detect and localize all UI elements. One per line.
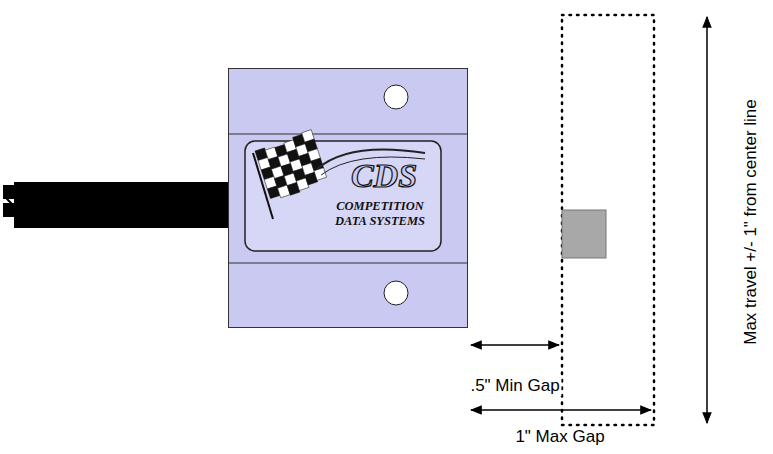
max-gap-arrow	[471, 409, 651, 411]
travel-zone	[562, 15, 654, 425]
magnet	[562, 210, 606, 258]
min-gap-arrow	[471, 344, 559, 346]
dimension-label: Max travel +/- 1" from center line	[741, 97, 761, 347]
dimension-label: 1" Max Gap	[513, 427, 606, 447]
logo-text: COMPETITION DATA SYSTEMS	[321, 199, 439, 229]
logo-mark: CDS	[329, 157, 439, 195]
sensor-details	[229, 69, 467, 327]
dimension-label: .5" Min Gap	[468, 376, 561, 396]
sensor-cable	[4, 182, 230, 228]
sensor-body: CDS COMPETITION DATA SYSTEMS	[228, 68, 468, 328]
travel-arrow	[706, 17, 708, 423]
